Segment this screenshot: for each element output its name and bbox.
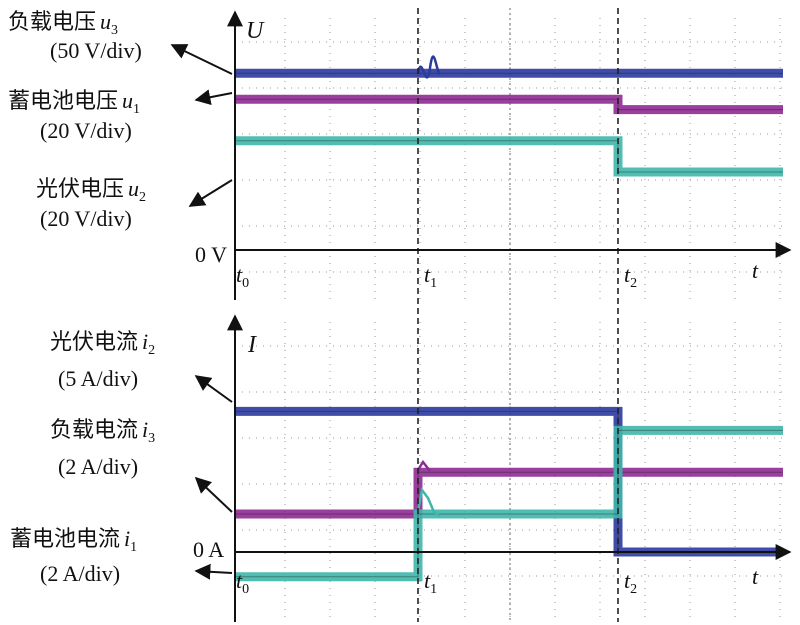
zero-volt-label: 0 V [195, 242, 227, 267]
scale-battery-voltage: (20 V/div) [40, 118, 132, 143]
marker-t0-upper: t0 [236, 262, 249, 291]
arrow-battery-voltage [194, 89, 233, 106]
marker-t0-lower: t0 [236, 568, 249, 597]
trace-voltage-1 [235, 94, 783, 115]
scale-pv-current: (5 A/div) [58, 366, 138, 391]
marker-t2-lower: t2 [624, 568, 637, 597]
arrow-battery-current [194, 563, 233, 580]
transient-load-current-t1 [416, 459, 431, 472]
trace-core-current-1 [235, 471, 783, 515]
marker-t2-upper: t2 [624, 262, 637, 291]
arrow-pv-voltage [188, 179, 233, 207]
scale-battery-current: (2 A/div) [40, 561, 120, 586]
scope-grid [235, 8, 783, 622]
scale-load-voltage: (50 V/div) [50, 38, 142, 63]
trace-core-voltage-2 [235, 140, 783, 173]
trace-voltage-2 [235, 136, 783, 177]
arrow-load-voltage [170, 44, 233, 75]
time-axis-label-lower: t [752, 564, 759, 589]
time-axis-label-upper: t [752, 258, 759, 283]
trace-current-2 [235, 425, 783, 582]
transient-voltage-t1 [416, 55, 441, 79]
arrow-load-current [194, 476, 233, 513]
axis-symbol-u: U [246, 18, 265, 44]
zero-amp-label: 0 A [193, 537, 224, 562]
arrow-pv-current [194, 375, 233, 403]
scale-pv-voltage: (20 V/div) [40, 206, 132, 231]
marker-t1-upper: t1 [424, 262, 437, 291]
transient-battery-current-t1 [416, 486, 441, 518]
scope-traces [235, 55, 783, 582]
axis-symbol-i: I [247, 332, 257, 358]
scope-axes [227, 8, 792, 622]
marker-t1-lower: t1 [424, 568, 437, 597]
trace-current-1 [235, 467, 783, 519]
trace-core-current-2 [235, 429, 783, 578]
scale-load-current: (2 A/div) [58, 454, 138, 479]
